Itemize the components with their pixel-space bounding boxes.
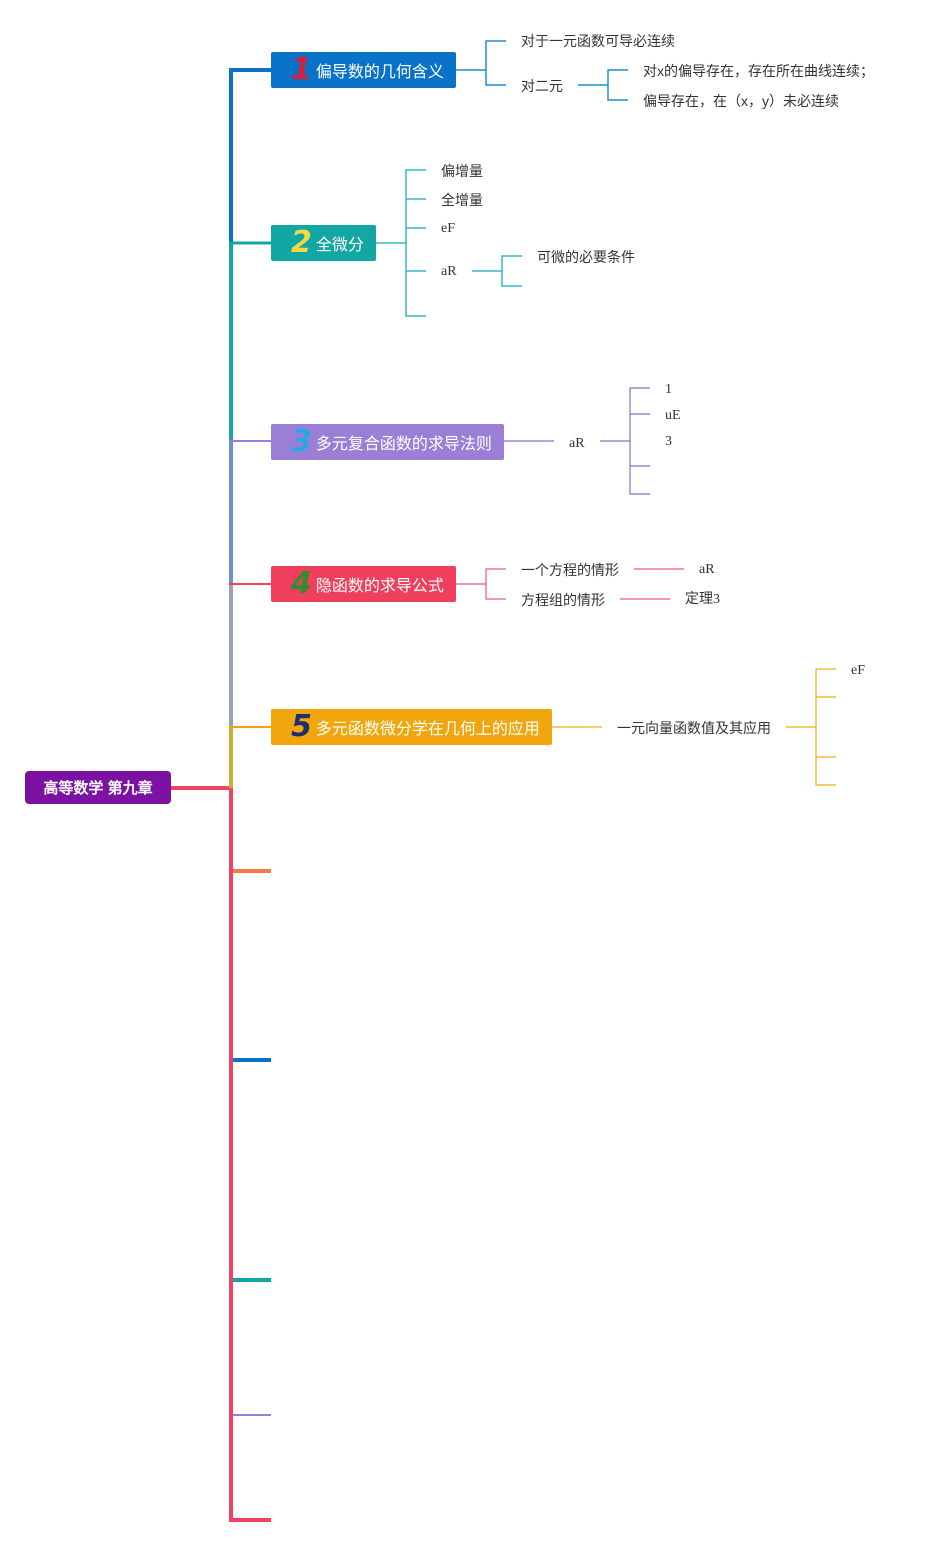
topic-2[interactable]: 2 全微分	[271, 225, 376, 261]
topic4-grandchild-2[interactable]: 定理3	[685, 592, 720, 607]
topic3-grandchild-3[interactable]: 3	[665, 434, 672, 449]
topic5-branches	[552, 668, 836, 786]
topic-label-3: 多元复合函数的求导法则	[315, 436, 492, 453]
topic1-grandchild-2[interactable]: 偏导存在，在（x，y）未必连续	[643, 93, 839, 109]
root-label: 高等数学 第九章	[43, 780, 153, 797]
topic-5[interactable]: 5 多元函数微分学在几何上的应用	[271, 709, 552, 745]
topic2-child-3[interactable]: eF	[441, 221, 455, 236]
topic2-child-2[interactable]: 全增量	[441, 192, 483, 208]
topic-number-3: 3	[291, 424, 312, 459]
topic3-grandchild-1[interactable]: 1	[665, 382, 672, 397]
topic-label-5: 多元函数微分学在几何上的应用	[315, 721, 540, 738]
topic4-child-1[interactable]: 一个方程的情形	[521, 562, 619, 578]
topic-number-5: 5	[291, 709, 312, 744]
topic-label-4: 隐函数的求导公式	[315, 578, 444, 595]
topic-1[interactable]: 1 偏导数的几何含义	[271, 52, 456, 88]
topic-number-2: 2	[291, 225, 312, 260]
topic5-child-1[interactable]: 一元向量函数值及其应用	[617, 720, 771, 736]
topic1-child-1[interactable]: 对于一元函数可导必连续	[521, 33, 675, 49]
topic4-grandchild-1[interactable]: aR	[699, 562, 715, 577]
topic-3[interactable]: 3 多元复合函数的求导法则	[271, 424, 504, 460]
topic3-grandchild-2[interactable]: uE	[665, 408, 681, 423]
topic2-child-1[interactable]: 偏增量	[441, 163, 483, 179]
topic-label-1: 偏导数的几何含义	[315, 64, 444, 81]
topic1-grandchild-1[interactable]: 对x的偏导存在，存在所在曲线连续；	[643, 63, 874, 79]
topic1-child-2[interactable]: 对二元	[521, 78, 563, 94]
topic2-branches	[376, 169, 522, 317]
topic4-child-2[interactable]: 方程组的情形	[521, 592, 605, 608]
topic-number-1: 1	[291, 52, 312, 87]
topic4-branches	[456, 568, 684, 600]
topic3-child-1[interactable]: aR	[569, 436, 585, 451]
topic-number-4: 4	[291, 566, 312, 601]
topic2-grandchild-1[interactable]: 可微的必要条件	[537, 249, 635, 265]
topic-label-2: 全微分	[315, 237, 364, 254]
topic2-child-4[interactable]: aR	[441, 264, 457, 279]
topic5-grandchild-1[interactable]: eF	[851, 663, 865, 678]
topic-4[interactable]: 4 隐函数的求导公式	[271, 566, 456, 602]
root-node[interactable]: 高等数学 第九章	[25, 771, 171, 804]
topic1-branches	[456, 40, 628, 101]
topic3-branches	[504, 387, 650, 495]
